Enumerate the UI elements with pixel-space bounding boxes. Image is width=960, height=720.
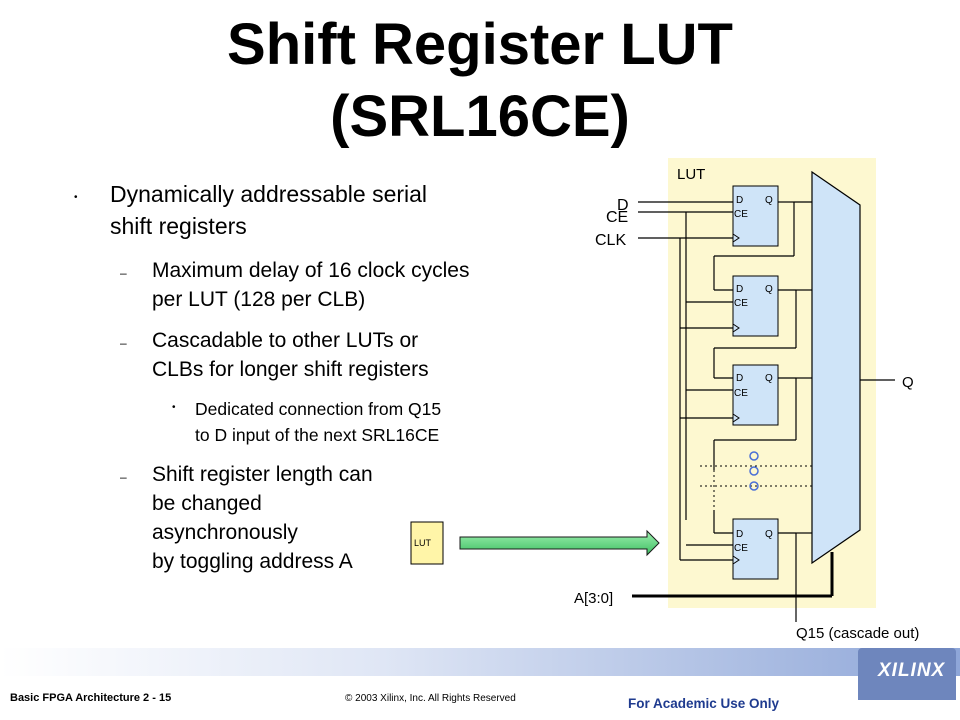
ff-q-label: Q bbox=[765, 373, 773, 384]
sub-sub-bullet-1-line-2: to D input of the next SRL16CE bbox=[195, 425, 440, 445]
footer-band bbox=[0, 648, 960, 676]
ff-ce-label: CE bbox=[734, 298, 748, 309]
multiplexer bbox=[811, 170, 861, 565]
arrow-icon bbox=[459, 529, 660, 557]
sub-bullet-1-line-1: Maximum delay of 16 clock cycles bbox=[152, 259, 470, 282]
ff-d-label: D bbox=[736, 373, 743, 384]
sub-bullet-3-line-2: be changed bbox=[152, 492, 262, 515]
wires bbox=[638, 201, 895, 622]
sub-bullet-3-line-1: Shift register length can bbox=[152, 463, 373, 486]
lut-region-label: LUT bbox=[677, 166, 705, 183]
title-line-1: Shift Register LUT bbox=[227, 12, 733, 77]
input-clk-label: CLK bbox=[595, 232, 626, 249]
sub-bullet-2-line-1: Cascadable to other LUTs or bbox=[152, 329, 419, 352]
bullet-marker: • bbox=[74, 192, 78, 203]
address-bus bbox=[632, 552, 834, 598]
xilinx-logo bbox=[858, 648, 956, 700]
ff-d-label: D bbox=[736, 195, 743, 206]
ff-d-label: D bbox=[736, 284, 743, 295]
title-line-2: (SRL16CE) bbox=[330, 84, 630, 149]
small-lut-box bbox=[410, 521, 444, 565]
bullet-1-line-2: shift registers bbox=[110, 213, 247, 239]
address-label: A[3:0] bbox=[574, 590, 613, 607]
small-lut-label: LUT bbox=[414, 538, 432, 548]
dotted-wires bbox=[700, 465, 812, 510]
continuation-dots bbox=[749, 451, 759, 491]
flip-flop-16: D Q CE bbox=[732, 518, 779, 580]
xilinx-logo-text: XILINX bbox=[878, 660, 946, 681]
sub-bullet-3-line-4: by toggling address A bbox=[152, 550, 353, 573]
flip-flop-3: D Q CE bbox=[732, 364, 779, 426]
footer-usage: For Academic Use Only bbox=[628, 696, 780, 711]
input-d-label: D bbox=[617, 197, 629, 214]
sub-bullet-marker: – bbox=[120, 336, 127, 350]
footer-copyright: © 2003 Xilinx, Inc. All Rights Reserved bbox=[345, 693, 516, 704]
ff-ce-label: CE bbox=[734, 209, 748, 220]
ff-q-label: Q bbox=[765, 529, 773, 540]
footer-course: Basic FPGA Architecture 2 - 15 bbox=[10, 692, 172, 704]
input-ce-label: CE bbox=[606, 209, 628, 226]
ff-q-label: Q bbox=[765, 284, 773, 295]
sub-bullet-1-line-2: per LUT (128 per CLB) bbox=[152, 288, 366, 311]
flip-flop-2: D Q CE bbox=[732, 275, 779, 337]
ff-ce-label: CE bbox=[734, 388, 748, 399]
sub-bullet-marker: – bbox=[120, 470, 127, 484]
sub-sub-bullet-1-line-1: Dedicated connection from Q15 bbox=[195, 399, 442, 419]
ff-d-label: D bbox=[736, 529, 743, 540]
ff-ce-label: CE bbox=[734, 543, 748, 554]
ff-q-label: Q bbox=[765, 195, 773, 206]
sub-sub-bullet-marker: • bbox=[172, 402, 176, 413]
sub-bullet-3-line-3: asynchronously bbox=[152, 521, 298, 544]
sub-bullet-marker: – bbox=[120, 266, 127, 280]
flip-flop-1: D Q CE bbox=[732, 185, 779, 247]
sub-bullet-2-line-2: CLBs for longer shift registers bbox=[152, 358, 429, 381]
cascade-out-label: Q15 (cascade out) bbox=[796, 625, 919, 642]
output-q-label: Q bbox=[902, 374, 914, 391]
bullet-1-line-1: Dynamically addressable serial bbox=[110, 181, 428, 207]
